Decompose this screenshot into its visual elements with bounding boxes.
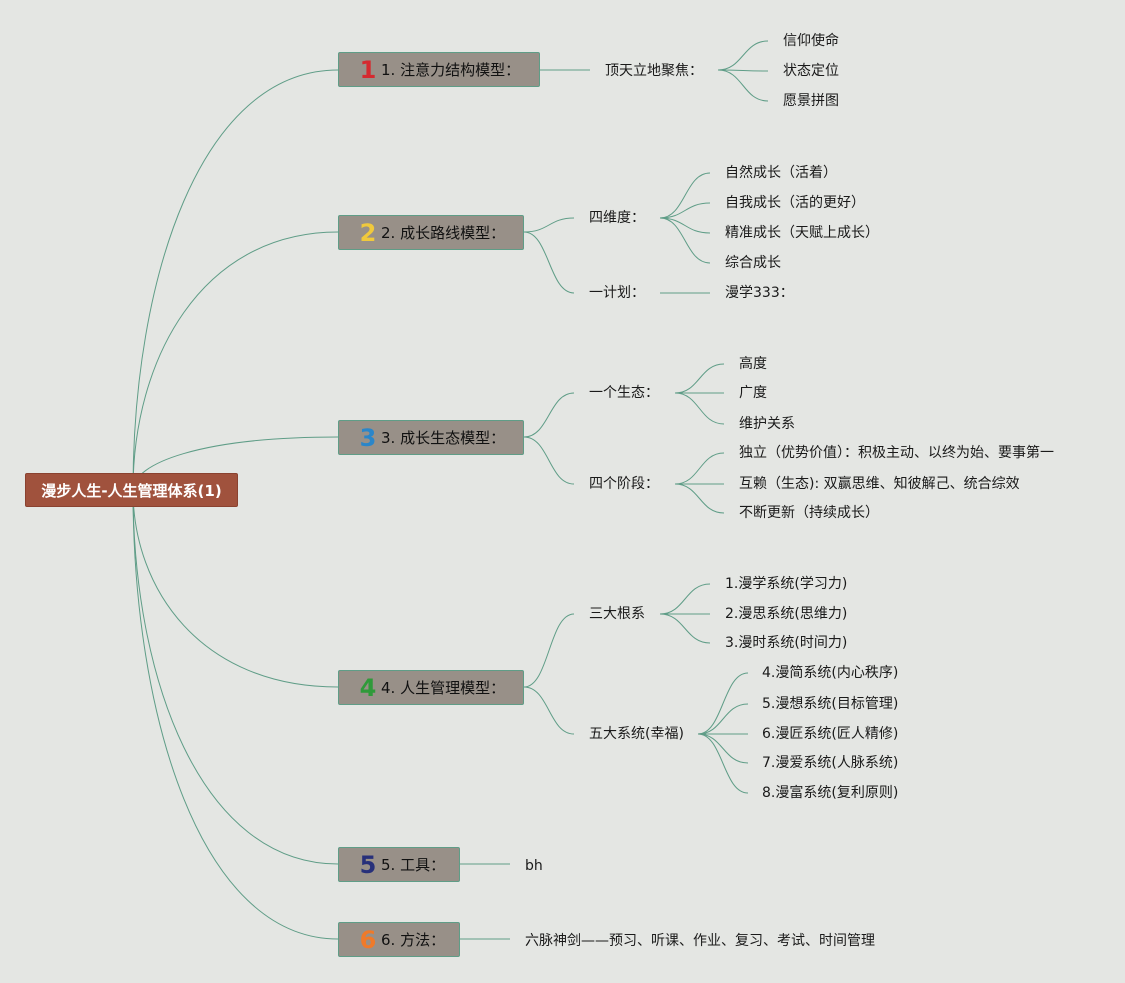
leaf-label[interactable]: 3.漫时系统(时间力) <box>725 635 848 651</box>
connector-line <box>523 217 575 233</box>
leaf-label[interactable]: 独立（优势价值）：积极主动、以终为始、要事第一 <box>739 445 1054 461</box>
number-4-icon: 4 <box>359 673 377 702</box>
connector-line <box>697 733 749 794</box>
connector-line <box>674 392 725 425</box>
connector-line <box>523 436 575 485</box>
topic-node-4[interactable]: 4 4. 人生管理模型： <box>338 670 524 705</box>
connector-line <box>717 40 769 71</box>
root-title: 漫步人生-人生管理体系(1) <box>41 481 222 500</box>
branch-label[interactable]: 三大根系 <box>589 606 645 622</box>
connector-line <box>659 217 711 234</box>
connector-line <box>674 483 725 514</box>
branch-label[interactable]: 顶天立地聚焦： <box>605 63 703 79</box>
topic-title-4: 4. 人生管理模型： <box>381 679 506 697</box>
connector-line <box>674 363 725 394</box>
number-6-icon: 6 <box>359 925 377 954</box>
topic-title-6: 6. 方法： <box>381 931 446 949</box>
leaf-label[interactable]: 高度 <box>739 356 767 372</box>
leaf-label[interactable]: 不断更新（持续成长） <box>739 505 879 521</box>
leaf-label[interactable]: 维护关系 <box>739 416 795 432</box>
leaf-label[interactable]: 自然成长（活着） <box>725 165 837 181</box>
root-connector-line <box>132 489 339 865</box>
connector-line <box>717 69 769 102</box>
root-connector-line <box>132 231 339 491</box>
branch-label[interactable]: 四个阶段： <box>589 476 659 492</box>
connector-line <box>523 392 575 438</box>
connector-line <box>674 452 725 485</box>
branch-label[interactable]: 一计划： <box>589 285 645 301</box>
leaf-label[interactable]: 信仰使命 <box>783 33 839 49</box>
root-connector-line <box>132 489 339 940</box>
leaf-label[interactable]: 广度 <box>739 385 767 401</box>
branch-label[interactable]: 四维度： <box>589 210 645 226</box>
leaf-label[interactable]: 互赖（生态): 双赢思维、知彼解己、统合综效 <box>739 476 1020 492</box>
leaf-label[interactable]: 8.漫富系统(复利原则) <box>762 785 899 801</box>
leaf-label[interactable]: 愿景拼图 <box>783 93 839 109</box>
branch-label[interactable]: 六脉神剑——预习、听课、作业、复习、考试、时间管理 <box>525 933 875 949</box>
topic-title-1: 1. 注意力结构模型： <box>381 61 521 79</box>
topic-title-3: 3. 成长生态模型： <box>381 429 506 447</box>
root-node[interactable]: 漫步人生-人生管理体系(1) <box>25 473 238 507</box>
number-2-icon: 2 <box>359 218 377 247</box>
branch-label[interactable]: bh <box>525 858 543 874</box>
connector-line <box>697 733 749 764</box>
topic-node-6[interactable]: 6 6. 方法： <box>338 922 460 957</box>
connector-line <box>523 231 575 294</box>
root-connector-line <box>132 489 339 688</box>
topic-node-3[interactable]: 3 3. 成长生态模型： <box>338 420 524 455</box>
connector-line <box>659 613 711 644</box>
topic-node-5[interactable]: 5 5. 工具： <box>338 847 460 882</box>
leaf-label[interactable]: 状态定位 <box>783 63 839 79</box>
leaf-label[interactable]: 精准成长（天赋上成长） <box>725 225 879 241</box>
connector-line <box>659 217 711 264</box>
topic-node-2[interactable]: 2 2. 成长路线模型： <box>338 215 524 250</box>
leaf-label[interactable]: 4.漫简系统(内心秩序) <box>762 665 899 681</box>
connector-line <box>659 172 711 219</box>
topic-title-2: 2. 成长路线模型： <box>381 224 506 242</box>
topic-node-1[interactable]: 1 1. 注意力结构模型： <box>338 52 540 87</box>
connector-line <box>659 583 711 615</box>
number-3-icon: 3 <box>359 423 377 452</box>
connector-line <box>697 672 749 735</box>
topic-title-5: 5. 工具： <box>381 856 446 874</box>
number-5-icon: 5 <box>359 850 377 879</box>
leaf-label[interactable]: 综合成长 <box>725 255 781 271</box>
connector-line <box>523 686 575 735</box>
connector-line <box>697 703 749 735</box>
leaf-label[interactable]: 5.漫想系统(目标管理) <box>762 696 899 712</box>
connector-line <box>659 202 711 219</box>
branch-label[interactable]: 一个生态： <box>589 385 659 401</box>
leaf-label[interactable]: 1.漫学系统(学习力) <box>725 576 848 592</box>
number-1-icon: 1 <box>359 55 377 84</box>
leaf-label[interactable]: 7.漫爱系统(人脉系统) <box>762 755 899 771</box>
leaf-label[interactable]: 自我成长（活的更好） <box>725 195 865 211</box>
leaf-label[interactable]: 6.漫匠系统(匠人精修) <box>762 726 899 742</box>
leaf-label[interactable]: 2.漫思系统(思维力) <box>725 606 848 622</box>
leaf-label[interactable]: 漫学333： <box>725 285 794 301</box>
connector-line <box>523 613 575 688</box>
branch-label[interactable]: 五大系统(幸福) <box>589 726 684 742</box>
connector-line <box>717 69 769 72</box>
root-connector-line <box>132 69 339 491</box>
